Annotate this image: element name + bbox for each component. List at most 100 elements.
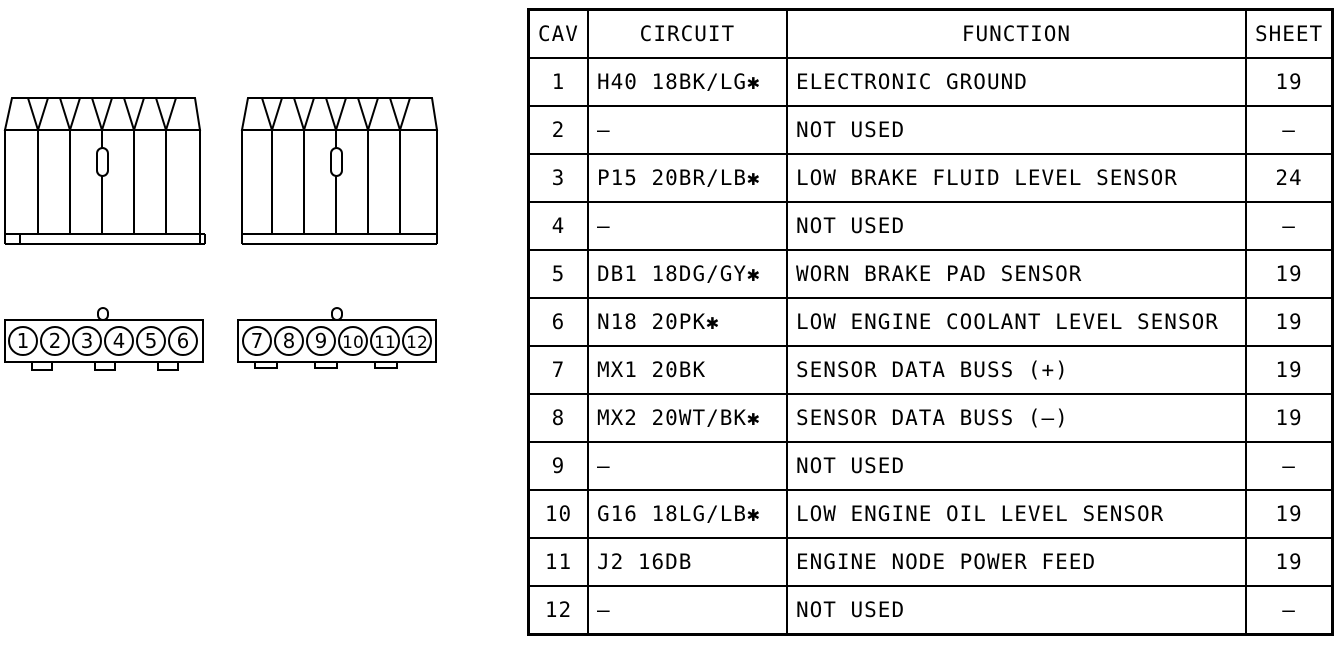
- function-cell: NOT USED: [785, 105, 1247, 155]
- function-cell: NOT USED: [785, 441, 1247, 491]
- circuit-cell: —: [586, 105, 788, 155]
- circuit-cell: N18 20PK✱: [586, 297, 788, 347]
- table-row: 12 — NOT USED —: [527, 585, 1334, 636]
- left-connector-side-view: [3, 97, 206, 245]
- sheet-cell: —: [1244, 105, 1334, 155]
- sheet-cell: 19: [1244, 393, 1334, 443]
- pin-label: 2: [49, 329, 62, 353]
- pin-circle: [168, 326, 198, 356]
- cav-cell: 5: [527, 249, 589, 299]
- function-cell: NOT USED: [785, 585, 1247, 636]
- table-row: 4 — NOT USED —: [527, 201, 1334, 251]
- table-row: 5 DB1 18DG/GY✱ WORN BRAKE PAD SENSOR 19: [527, 249, 1334, 299]
- function-cell: WORN BRAKE PAD SENSOR: [785, 249, 1247, 299]
- table-row: 11 J2 16DB ENGINE NODE POWER FEED 19: [527, 537, 1334, 587]
- pin-label: 7: [251, 329, 264, 353]
- cav-cell: 11: [527, 537, 589, 587]
- pin-label: 1: [17, 329, 30, 353]
- pin-label: 5: [145, 329, 158, 353]
- pin-7: 7: [242, 326, 272, 356]
- pin-8: 8: [274, 326, 304, 356]
- circuit-cell: P15 20BR/LB✱: [586, 153, 788, 203]
- pin-circle: [338, 326, 368, 356]
- table-row: 9 — NOT USED —: [527, 441, 1334, 491]
- function-cell: ENGINE NODE POWER FEED: [785, 537, 1247, 587]
- pin-1: 1: [8, 326, 38, 356]
- header-circuit: CIRCUIT: [586, 8, 788, 59]
- pin-circle: [8, 326, 38, 356]
- table-row: 3 P15 20BR/LB✱ LOW BRAKE FLUID LEVEL SEN…: [527, 153, 1334, 203]
- cav-cell: 9: [527, 441, 589, 491]
- pin-circle: [242, 326, 272, 356]
- pin-label: 12: [406, 333, 428, 353]
- pin-11: 11: [370, 326, 400, 356]
- function-cell: LOW BRAKE FLUID LEVEL SENSOR: [785, 153, 1247, 203]
- cav-cell: 8: [527, 393, 589, 443]
- cav-cell: 7: [527, 345, 589, 395]
- circuit-cell: MX1 20BK: [586, 345, 788, 395]
- sheet-cell: 19: [1244, 249, 1334, 299]
- circuit-cell: J2 16DB: [586, 537, 788, 587]
- table-header-row: CAV CIRCUIT FUNCTION SHEET: [527, 8, 1334, 59]
- sheet-cell: —: [1244, 201, 1334, 251]
- pin-label: 11: [374, 333, 396, 353]
- pin-3: 3: [72, 326, 102, 356]
- sheet-cell: 19: [1244, 57, 1334, 107]
- sheet-cell: 24: [1244, 153, 1334, 203]
- table-row: 2 — NOT USED —: [527, 105, 1334, 155]
- right-connector-side-view: [240, 97, 439, 245]
- pin-circle: [104, 326, 134, 356]
- pin-circle: [72, 326, 102, 356]
- pin-2: 2: [40, 326, 70, 356]
- cav-cell: 10: [527, 489, 589, 539]
- circuit-cell: MX2 20WT/BK✱: [586, 393, 788, 443]
- cav-cell: 3: [527, 153, 589, 203]
- cav-cell: 2: [527, 105, 589, 155]
- sheet-cell: —: [1244, 585, 1334, 636]
- table-row: 8 MX2 20WT/BK✱ SENSOR DATA BUSS (—) 19: [527, 393, 1334, 443]
- sheet-cell: 19: [1244, 345, 1334, 395]
- circuit-cell: G16 18LG/LB✱: [586, 489, 788, 539]
- pin-circle: [402, 326, 432, 356]
- sheet-cell: —: [1244, 441, 1334, 491]
- table-row: 10 G16 18LG/LB✱ LOW ENGINE OIL LEVEL SEN…: [527, 489, 1334, 539]
- pinout-table: CAV CIRCUIT FUNCTION SHEET 1 H40 18BK/LG…: [527, 8, 1335, 636]
- cav-cell: 1: [527, 57, 589, 107]
- pin-circle: [136, 326, 166, 356]
- pin-circle: [370, 326, 400, 356]
- function-cell: LOW ENGINE OIL LEVEL SENSOR: [785, 489, 1247, 539]
- pin-label: 9: [315, 329, 328, 353]
- circuit-cell: —: [586, 201, 788, 251]
- circuit-cell: —: [586, 585, 788, 636]
- table-row: 7 MX1 20BK SENSOR DATA BUSS (+) 19: [527, 345, 1334, 395]
- cav-cell: 6: [527, 297, 589, 347]
- pin-12: 12: [402, 326, 432, 356]
- header-function: FUNCTION: [785, 8, 1247, 59]
- function-cell: ELECTRONIC GROUND: [785, 57, 1247, 107]
- cav-cell: 4: [527, 201, 589, 251]
- cav-cell: 12: [527, 585, 589, 636]
- function-cell: NOT USED: [785, 201, 1247, 251]
- circuit-cell: DB1 18DG/GY✱: [586, 249, 788, 299]
- sheet-cell: 19: [1244, 297, 1334, 347]
- pin-9: 9: [306, 326, 336, 356]
- header-sheet: SHEET: [1244, 8, 1334, 59]
- table-row: 6 N18 20PK✱ LOW ENGINE COOLANT LEVEL SEN…: [527, 297, 1334, 347]
- pin-6: 6: [168, 326, 198, 356]
- pin-label: 6: [177, 329, 190, 353]
- pin-label: 10: [342, 333, 364, 353]
- function-cell: SENSOR DATA BUSS (+): [785, 345, 1247, 395]
- sheet-cell: 19: [1244, 489, 1334, 539]
- circuit-cell: H40 18BK/LG✱: [586, 57, 788, 107]
- pin-5: 5: [136, 326, 166, 356]
- sheet-cell: 19: [1244, 537, 1334, 587]
- function-cell: LOW ENGINE COOLANT LEVEL SENSOR: [785, 297, 1247, 347]
- circuit-cell: —: [586, 441, 788, 491]
- table-row: 1 H40 18BK/LG✱ ELECTRONIC GROUND 19: [527, 57, 1334, 107]
- pin-circle: [40, 326, 70, 356]
- pin-circle: [306, 326, 336, 356]
- pin-10: 10: [338, 326, 368, 356]
